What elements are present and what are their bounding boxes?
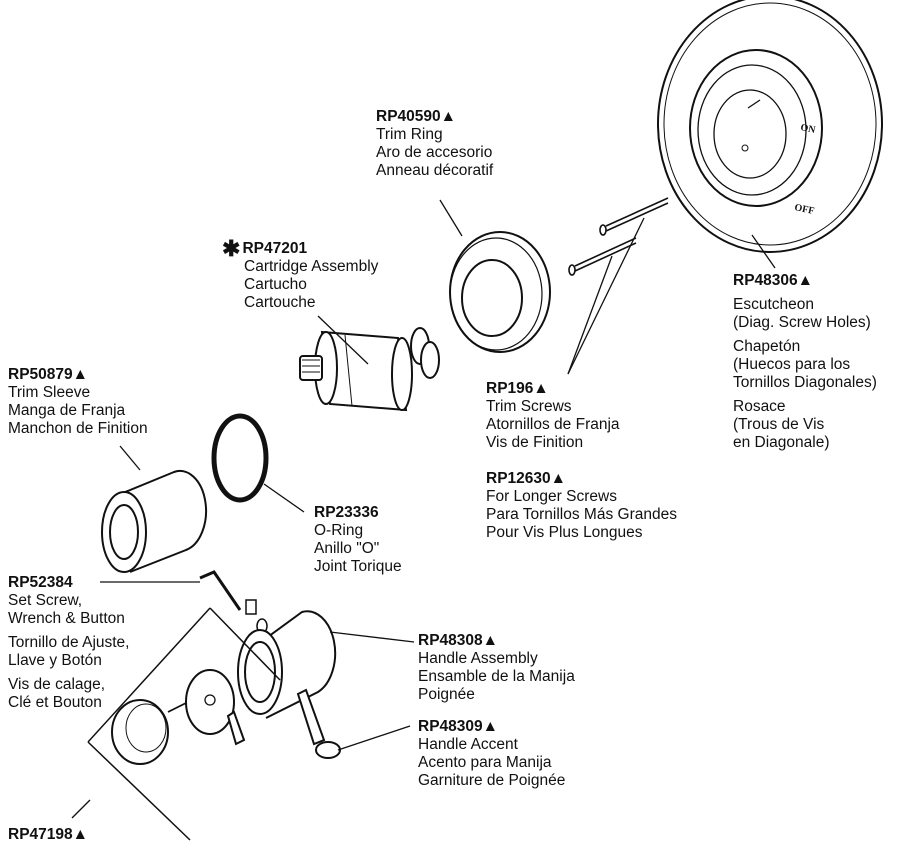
handle-accent-part-number: RP48309▲	[418, 718, 498, 735]
cartridge-line-2: Cartucho	[244, 276, 307, 293]
cartridge-part-number: ✱RP47201	[222, 238, 378, 260]
trim-sleeve-label: RP50879▲ Trim Sleeve Manga de Franja Man…	[8, 366, 148, 438]
cartridge-line-3: Cartouche	[244, 294, 316, 311]
longer-screws-part-number: RP12630▲	[486, 470, 566, 487]
trim-screws-line-3: Vis de Finition	[486, 434, 584, 451]
escutcheon-line-3: Chapetón	[733, 338, 801, 355]
trim-screws-label: RP196▲ Trim Screws Atornillos de Franja …	[486, 380, 620, 452]
trim-screws	[568, 197, 669, 276]
trim-sleeve-part-number: RP50879▲	[8, 366, 88, 383]
set-screw-line-4: Llave y Botón	[8, 652, 102, 669]
handle-accent-line-3: Garniture de Poignée	[418, 772, 566, 789]
escutcheon-label: RP48306▲ Escutcheon (Diag. Screw Holes) …	[733, 272, 877, 452]
cartridge-label: ✱RP47201 Cartridge Assembly Cartucho Car…	[222, 238, 379, 312]
lever-kit-parts	[111, 669, 246, 765]
handle-accent-label: RP48309▲ Handle Accent Acento para Manij…	[418, 718, 565, 790]
lever-kit-label: RP47198▲	[8, 826, 88, 844]
o-ring-line-1: O-Ring	[314, 522, 364, 539]
handle-accent-line-1: Handle Accent	[418, 736, 518, 753]
cartridge-part-code: RP47201	[242, 240, 308, 257]
longer-screws-line-1: For Longer Screws	[486, 488, 617, 505]
replacement-star-icon: ✱	[222, 236, 241, 261]
longer-screws-line-3: Pour Vis Plus Longues	[486, 524, 643, 541]
escutcheon-line-6: Rosace	[733, 398, 786, 415]
handle-assembly-part-number: RP48308▲	[418, 632, 498, 649]
leader-lines	[71, 199, 776, 819]
set-screw-line-6: Clé et Bouton	[8, 694, 102, 711]
o-ring-part-number: RP23336	[314, 504, 379, 521]
handle-assembly-line-3: Poignée	[418, 686, 475, 703]
escutcheon-line-5: Tornillos Diagonales)	[733, 374, 877, 391]
o-ring	[211, 413, 269, 503]
trim-sleeve-line-2: Manga de Franja	[8, 402, 126, 419]
longer-screws-label: RP12630▲ For Longer Screws Para Tornillo…	[486, 470, 677, 542]
escutcheon-line-8: en Diagonale)	[733, 434, 830, 451]
handle-assembly-line-1: Handle Assembly	[418, 650, 538, 667]
trim-screws-line-1: Trim Screws	[486, 398, 572, 415]
trim-ring-part-number: RP40590▲	[376, 108, 456, 125]
set-screw-line-3: Tornillo de Ajuste,	[8, 634, 130, 651]
escutcheon-plate	[657, 0, 883, 253]
set-screw-line-1: Set Screw,	[8, 592, 83, 609]
handle-assembly	[237, 610, 341, 759]
wrench-and-set-screw	[199, 570, 268, 634]
escutcheon-part-number: RP48306▲	[733, 272, 813, 289]
o-ring-line-3: Joint Torique	[314, 558, 402, 575]
escutcheon-line-2: (Diag. Screw Holes)	[733, 314, 871, 331]
trim-ring-line-3: Anneau décoratif	[376, 162, 494, 179]
trim-sleeve-line-1: Trim Sleeve	[8, 384, 91, 401]
escutcheon-line-4: (Huecos para los	[733, 356, 851, 373]
longer-screws-line-2: Para Tornillos Más Grandes	[486, 506, 677, 523]
handle-assembly-label: RP48308▲ Handle Assembly Ensamble de la …	[418, 632, 575, 704]
trim-screws-line-2: Atornillos de Franja	[486, 416, 620, 433]
trim-ring	[449, 231, 551, 353]
escutcheon-line-1: Escutcheon	[733, 296, 814, 313]
set-screw-label: RP52384 Set Screw, Wrench & Button Torni…	[8, 574, 130, 712]
set-screw-line-5: Vis de calage,	[8, 676, 106, 693]
cartridge-assembly	[299, 327, 440, 412]
escutcheon-line-7: (Trous de Vis	[733, 416, 825, 433]
handle-accent-line-2: Acento para Manija	[418, 754, 552, 771]
trim-ring-line-2: Aro de accesorio	[376, 144, 493, 161]
handle-assembly-line-2: Ensamble de la Manija	[418, 668, 575, 685]
escutcheon-on-mark: ON	[799, 122, 817, 136]
lever-kit-part-number: RP47198▲	[8, 826, 88, 843]
trim-ring-label: RP40590▲ Trim Ring Aro de accesorio Anne…	[376, 108, 493, 180]
escutcheon-off-mark: OFF	[793, 202, 815, 217]
set-screw-line-2: Wrench & Button	[8, 610, 125, 627]
o-ring-label: RP23336 O-Ring Anillo "O" Joint Torique	[314, 504, 402, 576]
lever-kit-bracket	[87, 607, 281, 841]
trim-sleeve-line-3: Manchon de Finition	[8, 420, 148, 437]
trim-sleeve	[101, 469, 208, 573]
set-screw-part-number: RP52384	[8, 574, 73, 591]
trim-screws-part-number: RP196▲	[486, 380, 549, 397]
o-ring-line-2: Anillo "O"	[314, 540, 380, 557]
cartridge-line-1: Cartridge Assembly	[244, 258, 379, 275]
trim-ring-line-1: Trim Ring	[376, 126, 443, 143]
